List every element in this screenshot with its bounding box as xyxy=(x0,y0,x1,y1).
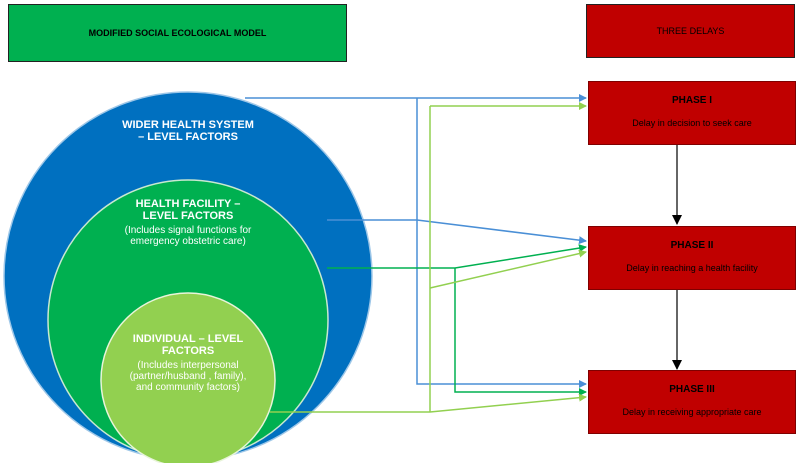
green-connector-phase3 xyxy=(454,268,587,396)
outer-circle-text: WIDER HEALTH SYSTEM – LEVEL FACTORS xyxy=(118,119,258,143)
phase-3-title: PHASE III xyxy=(669,384,715,395)
lightgreen-connectors xyxy=(270,102,587,413)
delays-header: THREE DELAYS xyxy=(586,4,795,58)
inner-circle xyxy=(100,292,276,463)
phase-1-desc: Delay in decision to seek care xyxy=(632,118,752,128)
green-connectors xyxy=(327,244,587,396)
model-header-label: MODIFIED SOCIAL ECOLOGICAL MODEL xyxy=(88,28,267,38)
phase-3-desc: Delay in receiving appropriate care xyxy=(622,407,762,417)
phase-2-title: PHASE II xyxy=(670,240,714,251)
phase-2-box: PHASE II Delay in reaching a health faci… xyxy=(588,226,796,290)
model-header: MODIFIED SOCIAL ECOLOGICAL MODEL xyxy=(8,4,347,62)
middle-circle-note: (Includes signal functions for emergency… xyxy=(124,225,252,247)
middle-circle-text: HEALTH FACILITY – LEVEL FACTORS (Include… xyxy=(123,198,253,247)
inner-circle-note: (Includes interpersonal (partner/husband… xyxy=(129,360,247,393)
phase-1-box: PHASE I Delay in decision to seek care xyxy=(588,81,796,145)
inner-circle-text: INDIVIDUAL – LEVEL FACTORS (Includes int… xyxy=(126,333,250,393)
phase-2-desc: Delay in reaching a health facility xyxy=(626,263,758,273)
middle-circle-title: HEALTH FACILITY – LEVEL FACTORS xyxy=(135,198,241,222)
outer-circle-title: WIDER HEALTH SYSTEM – LEVEL FACTORS xyxy=(122,119,254,143)
phase-3-box: PHASE III Delay in receiving appropriate… xyxy=(588,370,796,434)
lightgreen-connector-phase2 xyxy=(429,249,587,289)
blue-connectors xyxy=(245,94,587,388)
blue-connector-phase3 xyxy=(416,98,587,388)
blue-connector-phase2 xyxy=(327,219,587,245)
delays-header-label: THREE DELAYS xyxy=(656,26,725,36)
inner-circle-title: INDIVIDUAL – LEVEL FACTORS xyxy=(132,333,244,357)
phase-1-title: PHASE I xyxy=(671,95,712,106)
